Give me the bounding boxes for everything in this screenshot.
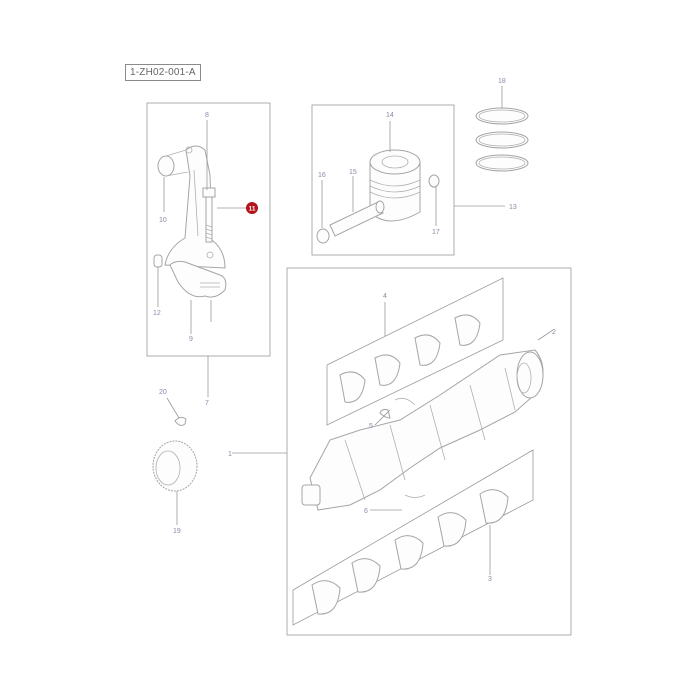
callout-19[interactable]: 19 (173, 528, 181, 535)
snap-ring-right-part[interactable] (428, 174, 440, 188)
callout-11-highlighted[interactable]: 11 (246, 202, 258, 214)
callout-15[interactable]: 15 (349, 169, 357, 176)
piston-pin-part[interactable] (329, 200, 385, 237)
highlight-marker-icon[interactable] (246, 202, 258, 214)
callout-14[interactable]: 14 (386, 112, 394, 119)
callout-2[interactable]: 2 (552, 329, 556, 336)
callout-17[interactable]: 17 (432, 229, 440, 236)
callout-12[interactable]: 12 (153, 310, 161, 317)
callout-10[interactable]: 10 (159, 217, 167, 224)
connecting-rod-part[interactable] (157, 145, 226, 269)
callout-16[interactable]: 16 (318, 172, 326, 179)
dowel-pin-part[interactable] (174, 416, 187, 426)
crankshaft-group-frame (286, 267, 572, 636)
callout-11[interactable]: 11 (249, 206, 256, 213)
callout-13[interactable]: 13 (509, 204, 517, 211)
piston-part[interactable] (369, 149, 421, 222)
callout-6[interactable]: 6 (364, 508, 368, 515)
rod-cap-part[interactable] (169, 260, 227, 298)
callout-20[interactable]: 20 (159, 389, 167, 396)
snap-ring-left-part[interactable] (316, 228, 330, 244)
crank-gear-part[interactable] (152, 440, 198, 492)
piston-group-frame (311, 104, 455, 256)
callout-4[interactable]: 4 (383, 293, 387, 300)
callout-18[interactable]: 18 (498, 78, 506, 85)
bushing-part[interactable] (153, 254, 163, 268)
diagram-reference-code: 1-ZH02-001-A (125, 64, 201, 81)
connecting-rod-group-frame (146, 102, 271, 357)
upper-bearings-panel[interactable] (326, 277, 504, 426)
callout-9[interactable]: 9 (189, 336, 193, 343)
callout-3[interactable]: 3 (488, 576, 492, 583)
lower-bearings-panel[interactable] (292, 449, 534, 626)
callout-8[interactable]: 8 (205, 112, 209, 119)
callout-5[interactable]: 5 (369, 423, 373, 430)
callout-1[interactable]: 1 (228, 451, 232, 458)
callout-7[interactable]: 7 (205, 400, 209, 407)
bolt-part[interactable] (202, 187, 216, 243)
crankshaft-part[interactable] (301, 349, 544, 511)
piston-rings-part[interactable] (475, 107, 529, 172)
